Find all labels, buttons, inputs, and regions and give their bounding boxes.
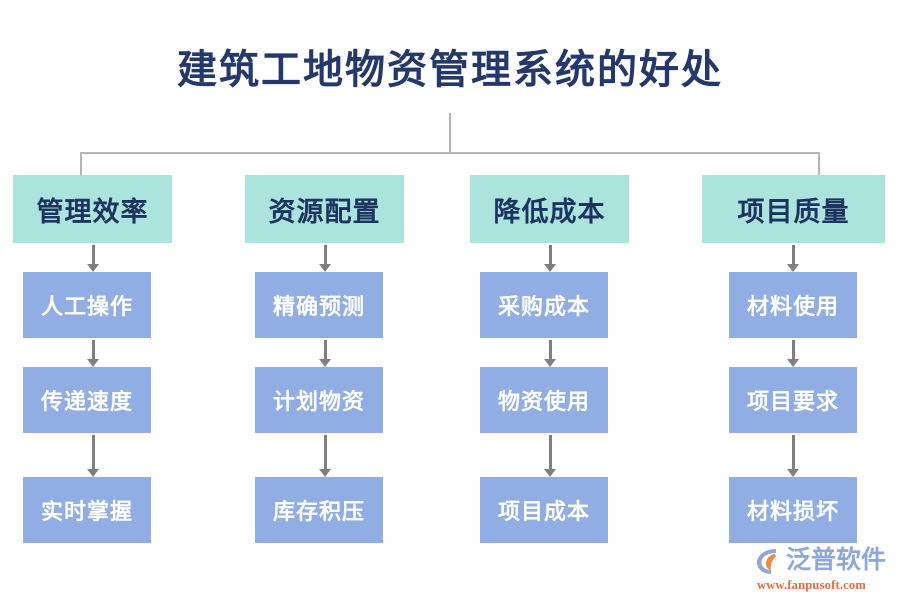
arrow-col2-1 — [316, 340, 334, 367]
column-item-label: 项目要求 — [746, 389, 839, 414]
arrow-col1-0 — [84, 245, 102, 272]
column-item-label: 传递速度 — [40, 389, 133, 414]
column-header-label: 资源配置 — [268, 196, 381, 227]
column-item-label: 物资使用 — [497, 389, 590, 414]
brand-logo[interactable]: 泛普软件 www.fanpusoft.com — [755, 545, 895, 595]
arrow-col2-0 — [316, 245, 334, 272]
column-item-3-1[interactable]: 采购成本 — [480, 272, 608, 338]
column-item-3-2[interactable]: 物资使用 — [480, 367, 608, 433]
column-item-label: 人工操作 — [40, 294, 133, 319]
connector-trunk — [449, 113, 451, 152]
brand-logo-row: 泛普软件 — [755, 545, 895, 577]
column-header-3[interactable]: 降低成本 — [470, 175, 629, 243]
arrow-col3-0 — [541, 245, 559, 272]
column-item-4-3[interactable]: 材料损坏 — [729, 477, 857, 543]
arrow-col3-1 — [541, 340, 559, 367]
connector-drop-col4 — [818, 152, 820, 175]
column-item-label: 实时掌握 — [40, 499, 133, 524]
arrow-col2-2 — [316, 435, 334, 477]
column-item-3-3[interactable]: 项目成本 — [480, 477, 608, 543]
column-item-4-2[interactable]: 项目要求 — [729, 367, 857, 433]
column-header-1[interactable]: 管理效率 — [13, 175, 172, 243]
arrow-col4-2 — [784, 435, 802, 477]
column-item-label: 材料使用 — [746, 294, 839, 319]
column-item-label: 库存积压 — [272, 499, 365, 524]
column-header-4[interactable]: 项目质量 — [702, 175, 885, 243]
arrow-col1-1 — [84, 340, 102, 367]
column-header-2[interactable]: 资源配置 — [245, 175, 404, 243]
fanpu-logo-icon — [757, 549, 776, 574]
column-item-1-3[interactable]: 实时掌握 — [23, 477, 151, 543]
column-header-label: 管理效率 — [36, 196, 149, 227]
column-header-label: 项目质量 — [737, 196, 850, 227]
column-item-label: 项目成本 — [497, 499, 590, 524]
column-item-2-2[interactable]: 计划物资 — [255, 367, 383, 433]
column-item-2-3[interactable]: 库存积压 — [255, 477, 383, 543]
connector-bus — [80, 152, 820, 154]
page-title: 建筑工地物资管理系统的好处 — [177, 47, 723, 92]
column-item-4-1[interactable]: 材料使用 — [729, 272, 857, 338]
column-item-1-2[interactable]: 传递速度 — [23, 367, 151, 433]
column-item-label: 精确预测 — [272, 294, 365, 319]
connector-drop-col1 — [80, 152, 82, 175]
column-item-1-1[interactable]: 人工操作 — [23, 272, 151, 338]
arrow-col1-2 — [84, 435, 102, 477]
arrow-col3-2 — [541, 435, 559, 477]
column-item-label: 材料损坏 — [746, 499, 839, 524]
arrow-col4-0 — [784, 245, 802, 272]
column-item-label: 采购成本 — [497, 294, 590, 319]
brand-url: www.fanpusoft.com — [757, 578, 866, 592]
column-header-label: 降低成本 — [493, 196, 606, 227]
arrow-col4-1 — [784, 340, 802, 367]
column-item-2-1[interactable]: 精确预测 — [255, 272, 383, 338]
column-item-label: 计划物资 — [272, 389, 365, 414]
brand-name: 泛普软件 — [786, 547, 887, 574]
